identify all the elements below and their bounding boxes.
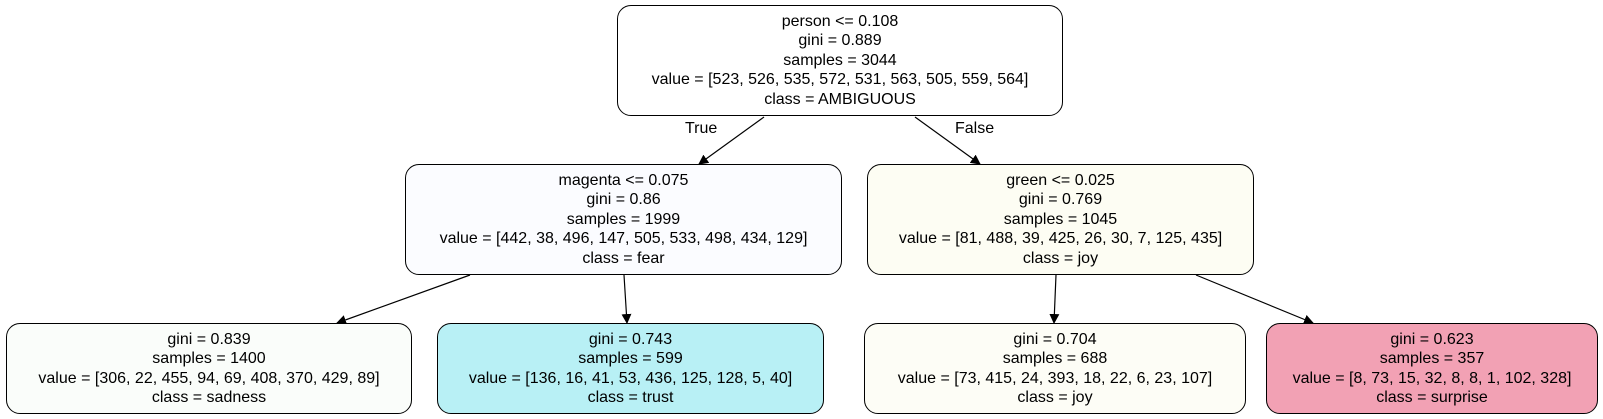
- tree-node-left: magenta <= 0.075 gini = 0.86 samples = 1…: [405, 164, 842, 275]
- tree-leaf-right-left: gini = 0.704 samples = 688 value = [73, …: [864, 323, 1246, 414]
- node-gini: gini = 0.839: [167, 330, 251, 348]
- node-gini: gini = 0.704: [1013, 330, 1097, 348]
- node-class: class = sadness: [151, 389, 267, 406]
- tree-node-right: green <= 0.025 gini = 0.769 samples = 10…: [867, 164, 1254, 275]
- node-split-rule: magenta <= 0.075: [558, 171, 689, 189]
- node-class: class = surprise: [1376, 389, 1488, 406]
- node-class: class = joy: [1022, 249, 1099, 267]
- tree-node-root: person <= 0.108 gini = 0.889 samples = 3…: [617, 5, 1063, 116]
- node-gini: gini = 0.623: [1390, 330, 1474, 348]
- tree-leaf-left-left: gini = 0.839 samples = 1400 value = [306…: [6, 323, 412, 414]
- node-split-rule: person <= 0.108: [781, 12, 899, 30]
- node-gini: gini = 0.889: [798, 32, 882, 50]
- edge-right-to-right-left: [1049, 274, 1060, 324]
- node-samples: samples = 1400: [152, 350, 266, 367]
- node-gini: gini = 0.86: [586, 191, 661, 209]
- tree-leaf-right-right: gini = 0.623 samples = 357 value = [8, 7…: [1266, 323, 1598, 414]
- edge-label-false: False: [955, 120, 995, 137]
- node-samples: samples = 599: [578, 350, 683, 367]
- node-gini: gini = 0.743: [588, 330, 673, 348]
- node-samples: samples = 1045: [1003, 210, 1118, 228]
- edge-left-to-left-right: [621, 274, 632, 324]
- node-gini: gini = 0.769: [1018, 191, 1103, 209]
- node-value: value = [442, 38, 496, 147, 505, 533, 49…: [439, 230, 808, 248]
- node-class: class = joy: [1017, 389, 1093, 406]
- node-class: class = fear: [582, 249, 665, 267]
- node-value: value = [136, 16, 41, 53, 436, 125, 128,…: [468, 369, 793, 387]
- node-value: value = [306, 22, 455, 94, 69, 408, 370,…: [38, 369, 380, 387]
- node-value: value = [81, 488, 39, 425, 26, 30, 7, 12…: [898, 230, 1223, 248]
- node-samples: samples = 3044: [783, 51, 897, 69]
- node-samples: samples = 1999: [566, 210, 681, 228]
- edge-label-true: True: [685, 120, 718, 137]
- node-samples: samples = 688: [1002, 350, 1108, 367]
- node-split-rule: green <= 0.025: [1006, 171, 1115, 189]
- tree-leaf-left-right: gini = 0.743 samples = 599 value = [136,…: [437, 323, 824, 414]
- node-samples: samples = 357: [1379, 350, 1485, 367]
- edge-left-to-left-left: [336, 274, 471, 325]
- node-value: value = [523, 526, 535, 572, 531, 563, 5…: [651, 71, 1029, 89]
- node-value: value = [73, 415, 24, 393, 18, 22, 6, 23…: [897, 369, 1213, 387]
- node-class: class = AMBIGUOUS: [764, 90, 916, 108]
- node-class: class = trust: [587, 389, 674, 406]
- node-value: value = [8, 73, 15, 32, 8, 8, 1, 102, 32…: [1292, 369, 1572, 387]
- edge-right-to-right-right: [1195, 274, 1314, 325]
